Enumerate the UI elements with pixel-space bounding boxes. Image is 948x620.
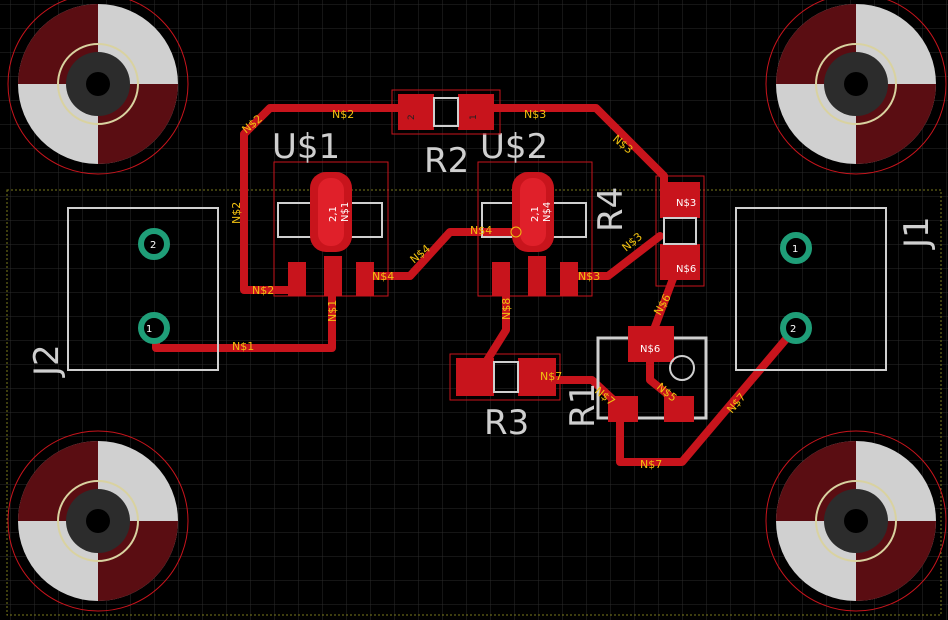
net-label-n8: N$8 [500,298,513,320]
r2-pin-2: 2 [407,114,417,120]
mounting-hole-bottom-right [765,430,947,612]
j2-pin-2: 2 [150,240,156,251]
net-label-n7-bottom: N$7 [640,458,662,471]
net-label-n1-vertical: N$1 [326,300,339,322]
net-label-n7-top: N$7 [540,370,562,383]
u2-pin-net: N$4 [542,202,553,222]
j2-connector[interactable]: J2 2 1 [27,207,219,378]
r2-resistor[interactable]: R2 2 1 [391,89,501,181]
net-label-n2-bottom: N$2 [252,284,274,297]
u2-label: U$2 [480,127,548,167]
j1-label: J1 [897,216,937,250]
j1-pin-2: 2 [790,324,796,335]
u1-component[interactable]: U$1 2,1 N$1 [272,127,389,297]
u1-pin-numbers: 2,1 [328,206,339,222]
r1-label: R1 [563,383,603,428]
r2-pin-1: 1 [469,114,479,120]
r3-resistor[interactable]: R3 [449,353,561,443]
j2-label: J2 [27,344,67,378]
u2-component[interactable]: U$2 2,1 N$4 [477,127,593,297]
r4-resistor[interactable]: R4 N$3 N$6 [591,175,705,287]
net-label-n3-top: N$3 [524,108,546,121]
board-outline [6,189,942,616]
j1-connector[interactable]: J1 1 2 [735,207,937,371]
trace-n7 [536,328,796,466]
u1-label: U$1 [272,127,340,167]
trace-n2 [240,104,404,294]
net-label-n2-top: N$2 [332,108,354,121]
net-label-n2-left: N$2 [230,202,243,224]
r4-net-bottom: N$6 [676,264,696,275]
r4-net-top: N$3 [676,198,696,209]
net-label-n4-pad: N$4 [372,270,394,283]
mounting-hole-top-right [765,0,947,175]
u1-pin-net: N$1 [340,202,351,222]
r3-label: R3 [484,403,529,443]
net-label-n3-pad: N$3 [578,270,600,283]
u2-pin-numbers: 2,1 [530,206,541,222]
net-label-n4-right: N$4 [470,224,492,237]
r1-resistor[interactable]: R1 N$6 [563,326,708,428]
trace-n3b [566,232,664,280]
mounting-hole-bottom-left [7,430,189,612]
r4-label: R4 [591,187,631,232]
r2-label: R2 [424,141,469,181]
r1-net-n6: N$6 [640,344,660,355]
j1-pin-1: 1 [792,244,798,255]
j2-pin-1: 1 [146,324,152,335]
mounting-hole-top-left [7,0,189,175]
net-label-n1-bottom: N$1 [232,340,254,353]
